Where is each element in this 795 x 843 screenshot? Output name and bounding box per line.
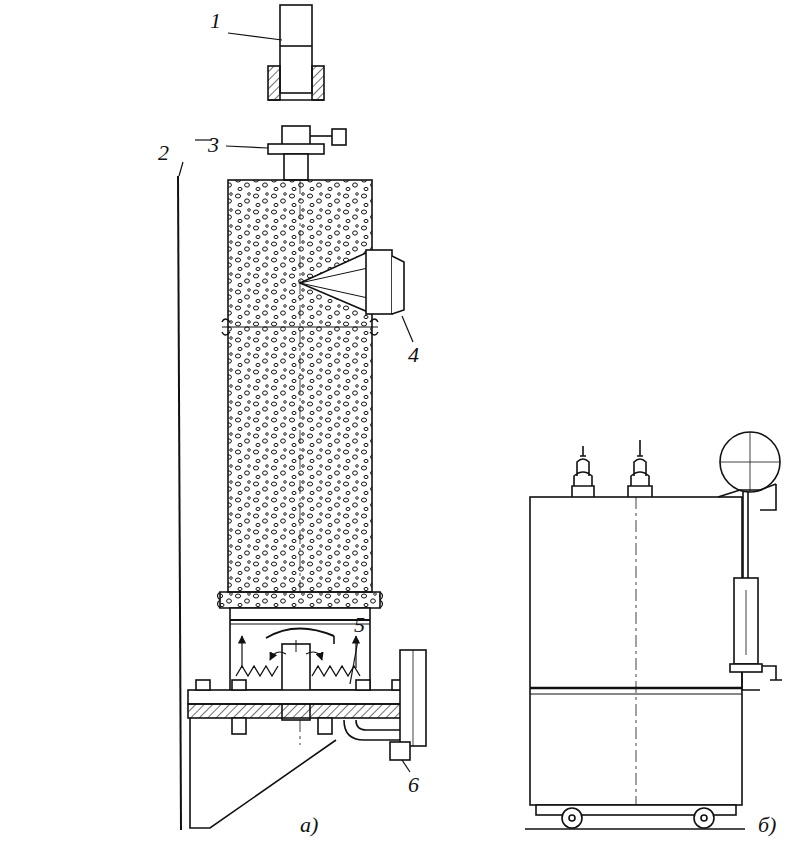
drawing-rect bbox=[730, 664, 762, 672]
drawing-rect bbox=[356, 680, 370, 690]
drawing-path bbox=[572, 446, 594, 497]
drawing-circle bbox=[701, 815, 707, 821]
drawing-rect bbox=[530, 497, 742, 805]
drawing-circle bbox=[562, 808, 582, 828]
drawing-path bbox=[266, 628, 334, 638]
drawing-line bbox=[350, 640, 358, 684]
drawing-path bbox=[218, 592, 383, 608]
drawing-line bbox=[178, 176, 181, 830]
drawing-rect bbox=[318, 718, 332, 734]
drawing-line bbox=[222, 326, 378, 327]
drawing-line bbox=[750, 432, 751, 492]
drawing-path bbox=[222, 319, 378, 335]
callout-label: 5 bbox=[354, 614, 365, 636]
drawing-rect bbox=[366, 250, 392, 314]
drawing-path bbox=[628, 440, 652, 497]
drawing-line bbox=[300, 180, 301, 592]
drawing-line bbox=[747, 492, 749, 578]
callout-label: 3 bbox=[208, 134, 219, 156]
drawing-rect bbox=[228, 180, 372, 592]
drawing-path bbox=[190, 718, 336, 828]
drawing-line bbox=[280, 45, 312, 47]
drawing-line bbox=[296, 640, 297, 652]
drawing-line bbox=[230, 619, 370, 621]
drawing-rect bbox=[232, 718, 246, 734]
drawing-line bbox=[179, 162, 183, 176]
callout-label: а) bbox=[300, 814, 318, 836]
drawing-path bbox=[718, 484, 776, 510]
callout-label: б) bbox=[758, 814, 776, 836]
drawing-line bbox=[228, 33, 282, 40]
drawing-line bbox=[310, 135, 332, 137]
callout-label: 6 bbox=[408, 774, 419, 796]
drawing-rect bbox=[196, 680, 210, 690]
drawing-path bbox=[762, 666, 782, 680]
drawing-line bbox=[525, 828, 745, 829]
drawing-rect bbox=[232, 680, 246, 690]
drawing-rect bbox=[734, 578, 758, 664]
drawing-line bbox=[742, 492, 744, 578]
drawing-path bbox=[270, 652, 286, 660]
drawing-path bbox=[306, 652, 322, 660]
drawing-line bbox=[300, 720, 301, 745]
drawing-path bbox=[220, 592, 380, 608]
drawing-group bbox=[178, 5, 782, 830]
drawing-circle bbox=[569, 815, 575, 821]
drawing-rect bbox=[188, 704, 420, 718]
drawing-rect bbox=[312, 66, 324, 100]
drawing-path bbox=[300, 252, 368, 312]
callout-label: 4 bbox=[408, 344, 419, 366]
drawing-line bbox=[230, 624, 370, 625]
drawing-rect bbox=[268, 144, 324, 154]
drawing-rect bbox=[390, 742, 410, 760]
drawing-circle bbox=[720, 432, 780, 492]
drawing-rect bbox=[268, 66, 280, 100]
drawing-line bbox=[268, 99, 324, 101]
drawing-line bbox=[746, 590, 747, 655]
drawing-line bbox=[226, 146, 268, 148]
drawing-line bbox=[402, 760, 410, 772]
drawing-line bbox=[241, 636, 242, 668]
drawing-rect bbox=[332, 129, 346, 145]
drawing-rect bbox=[284, 154, 308, 180]
drawing-line bbox=[636, 497, 637, 805]
drawing-circle bbox=[694, 808, 714, 828]
drawing-path bbox=[344, 720, 402, 740]
drawing-line bbox=[402, 316, 413, 342]
drawing-path bbox=[742, 672, 760, 690]
drawing-line bbox=[333, 636, 335, 644]
drawing-path bbox=[392, 256, 404, 314]
callout-label: 2 bbox=[158, 142, 169, 164]
drawing-rect bbox=[188, 690, 420, 704]
callout-label: 1 bbox=[210, 10, 221, 32]
drawing-group bbox=[226, 33, 413, 772]
drawing-line bbox=[530, 694, 742, 695]
drawing-rect bbox=[400, 650, 426, 746]
drawing-rect bbox=[280, 5, 312, 93]
drawing-rect bbox=[282, 126, 310, 146]
drawing-line bbox=[413, 650, 414, 746]
drawing-path bbox=[300, 268, 368, 298]
